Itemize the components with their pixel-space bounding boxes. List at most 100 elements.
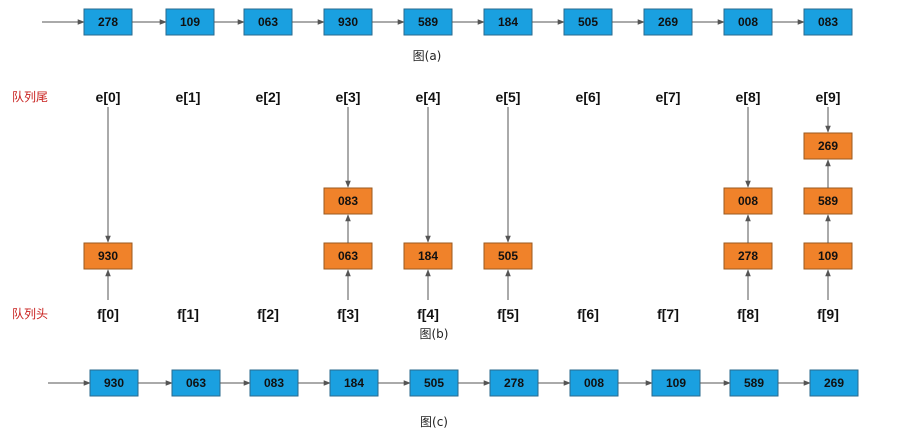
list-c-node-0-box: [89, 369, 139, 397]
list-c-node-0: 930: [89, 369, 139, 397]
list-a-node-3-value: 930: [338, 15, 358, 29]
tail-pointer-9: e[9]: [816, 89, 841, 105]
list-c-node-6-value: 008: [584, 376, 604, 390]
list-c-node-9: 269: [809, 369, 859, 397]
tail-pointer-6: e[6]: [576, 89, 601, 105]
list-c-node-8: 589: [729, 369, 779, 397]
list-c-node-2: 083: [249, 369, 299, 397]
list-a-node-1: 109: [165, 8, 215, 36]
list-c-node-9-value: 269: [824, 376, 844, 390]
bucket-5-node-0: 505: [483, 242, 533, 270]
list-a-node-1-value: 109: [180, 15, 200, 29]
bucket-9-node-1: 589: [803, 187, 853, 215]
bucket-queues: e[0]e[1]e[2]e[3]e[4]e[5]e[6]e[7]e[8]e[9]…: [83, 89, 853, 322]
head-pointer-5: f[5]: [497, 306, 519, 322]
list-a-node-0: 278: [83, 8, 133, 36]
list-c-node-2-value: 083: [264, 376, 284, 390]
list-a-node-4-box: [403, 8, 453, 36]
bucket-8-node-0-value: 278: [738, 249, 758, 263]
bucket-9-node-1-box: [803, 187, 853, 215]
bucket-8-node-0-box: [723, 242, 773, 270]
list-c-node-2-box: [249, 369, 299, 397]
bucket-0-node-0-value: 930: [98, 249, 118, 263]
bucket-3-node-1-value: 083: [338, 194, 358, 208]
bucket-8-node-1-value: 008: [738, 194, 758, 208]
head-pointer-9: f[9]: [817, 306, 839, 322]
bucket-9-node-2-value: 269: [818, 139, 838, 153]
list-a-node-5-box: [483, 8, 533, 36]
list-c-node-6: 008: [569, 369, 619, 397]
list-c-node-3: 184: [329, 369, 379, 397]
bucket-8-node-1-box: [723, 187, 773, 215]
bucket-9-node-1-value: 589: [818, 194, 838, 208]
head-pointer-8: f[8]: [737, 306, 759, 322]
list-a-node-9-box: [803, 8, 853, 36]
list-a-node-4: 589: [403, 8, 453, 36]
bucket-5-node-0-box: [483, 242, 533, 270]
list-c-node-0-value: 930: [104, 376, 124, 390]
list-c-node-3-value: 184: [344, 376, 364, 390]
list-a-node-3: 930: [323, 8, 373, 36]
head-pointer-4: f[4]: [417, 306, 439, 322]
list-c-node-9-box: [809, 369, 859, 397]
list-a-node-8-box: [723, 8, 773, 36]
tail-pointer-0: e[0]: [96, 89, 121, 105]
list-a-node-5-value: 184: [498, 15, 518, 29]
bucket-4-node-0: 184: [403, 242, 453, 270]
bucket-0-node-0-box: [83, 242, 133, 270]
head-pointer-7: f[7]: [657, 306, 679, 322]
bucket-3-node-0-box: [323, 242, 373, 270]
bucket-9-node-2: 269: [803, 132, 853, 160]
tail-pointer-5: e[5]: [496, 89, 521, 105]
list-c-node-1-value: 063: [186, 376, 206, 390]
list-a-node-9-value: 083: [818, 15, 838, 29]
bucket-8-node-0: 278: [723, 242, 773, 270]
bucket-4-node-0-box: [403, 242, 453, 270]
list-c-node-4-value: 505: [424, 376, 444, 390]
list-a-node-7-value: 269: [658, 15, 678, 29]
list-c-node-5-box: [489, 369, 539, 397]
list-a-node-2-value: 063: [258, 15, 278, 29]
tail-pointer-7: e[7]: [656, 89, 681, 105]
bucket-3-node-0: 063: [323, 242, 373, 270]
bucket-8-node-1: 008: [723, 187, 773, 215]
bucket-9-node-0-value: 109: [818, 249, 838, 263]
list-c-node-1: 063: [171, 369, 221, 397]
list-a-node-3-box: [323, 8, 373, 36]
list-a-node-0-value: 278: [98, 15, 118, 29]
list-c-node-6-box: [569, 369, 619, 397]
list-c-node-7: 109: [651, 369, 701, 397]
head-pointer-6: f[6]: [577, 306, 599, 322]
list-a-node-6-value: 505: [578, 15, 598, 29]
caption-c: 图(c): [420, 415, 448, 429]
bucket-9-node-2-box: [803, 132, 853, 160]
head-pointer-0: f[0]: [97, 306, 119, 322]
list-a-node-5: 184: [483, 8, 533, 36]
list-a-node-8-value: 008: [738, 15, 758, 29]
list-a-node-4-value: 589: [418, 15, 438, 29]
head-pointer-2: f[2]: [257, 306, 279, 322]
list-a-node-8: 008: [723, 8, 773, 36]
list-a-node-7-box: [643, 8, 693, 36]
head-pointer-3: f[3]: [337, 306, 359, 322]
bucket-4-node-0-value: 184: [418, 249, 438, 263]
queue-tail-label: 队列尾: [12, 89, 48, 104]
tail-pointer-4: e[4]: [416, 89, 441, 105]
list-a-node-7: 269: [643, 8, 693, 36]
tail-pointer-2: e[2]: [256, 89, 281, 105]
input-linked-list: 278 109 063 930 589 184 505 269 008 083: [42, 8, 853, 36]
caption-a: 图(a): [413, 49, 442, 63]
bucket-3-node-1-box: [323, 187, 373, 215]
head-pointer-1: f[1]: [177, 306, 199, 322]
queue-head-label: 队列头: [12, 306, 48, 321]
tail-pointer-3: e[3]: [336, 89, 361, 105]
bucket-3-node-1: 083: [323, 187, 373, 215]
bucket-3-node-0-value: 063: [338, 249, 358, 263]
list-a-node-2-box: [243, 8, 293, 36]
tail-pointer-1: e[1]: [176, 89, 201, 105]
bucket-9-node-0-box: [803, 242, 853, 270]
bucket-0-node-0: 930: [83, 242, 133, 270]
bucket-5-node-0-value: 505: [498, 249, 518, 263]
